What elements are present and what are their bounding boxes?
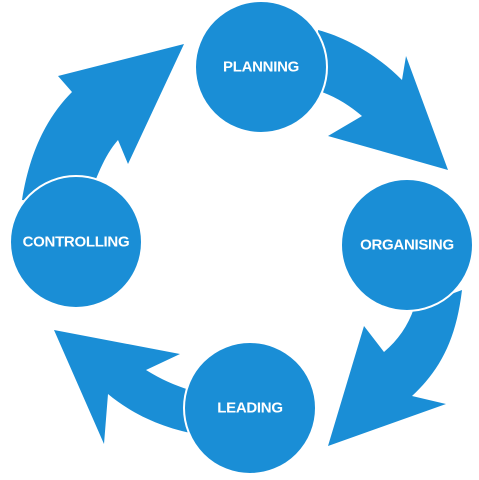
stage-planning: PLANNING <box>194 0 328 134</box>
stage-organising-label: ORGANISING <box>360 237 454 254</box>
stage-leading-label: LEADING <box>217 400 282 417</box>
arrow-organising-to-leading <box>328 290 462 446</box>
stage-planning-label: PLANNING <box>223 59 299 76</box>
stage-controlling: CONTROLLING <box>9 175 143 309</box>
stage-controlling-label: CONTROLLING <box>23 234 130 251</box>
arrow-leading-to-controlling <box>54 330 196 444</box>
arrow-controlling-to-planning <box>22 44 184 206</box>
arrow-planning-to-organising <box>318 30 448 170</box>
stage-leading: LEADING <box>183 341 317 475</box>
stage-organising: ORGANISING <box>340 178 474 312</box>
